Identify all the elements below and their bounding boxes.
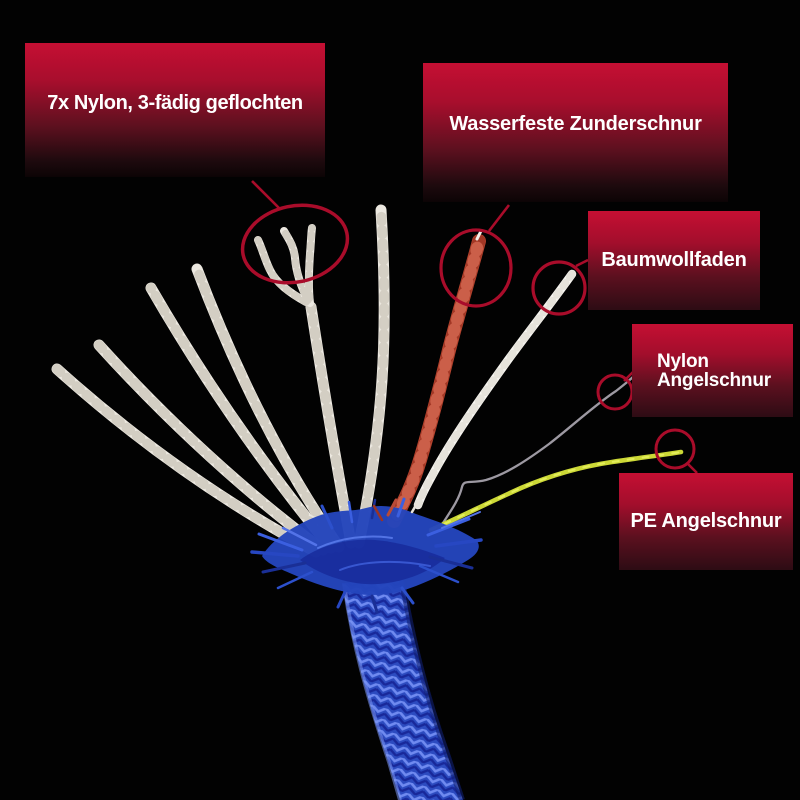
- connector-pe-fishing-line: [686, 462, 698, 474]
- callout-tinder-cord: Wasserfeste Zunderschnur: [423, 63, 728, 202]
- callout-nylon-fishing-line-label: Nylon Angelschnur: [657, 352, 771, 390]
- circle-cotton-thread: [531, 260, 587, 316]
- annotation-connectors: [251, 180, 698, 474]
- connector-cotton-thread: [575, 258, 589, 268]
- callout-nylon-fishing-line-line1: Nylon: [657, 350, 709, 372]
- pe-fishing-line: [428, 449, 684, 533]
- circle-nylon-braided: [240, 203, 350, 285]
- callout-pe-fishing-line: PE Angelschnur: [619, 473, 793, 570]
- tinder-cord: [394, 229, 483, 521]
- connector-nylon-braided: [251, 180, 281, 210]
- callout-cotton-thread-label: Baumwollfaden: [601, 249, 747, 271]
- callout-nylon-braided-label: 7x Nylon, 3-fädig geflochten: [47, 91, 303, 114]
- callout-nylon-fishing-line: Nylon Angelschnur: [632, 324, 793, 417]
- cord-fray: [250, 496, 483, 614]
- nylon-fishing-line: [440, 374, 636, 527]
- connector-nylon-fishing-line: [623, 371, 634, 382]
- callout-tinder-cord-label: Wasserfeste Zunderschnur: [449, 113, 702, 135]
- callout-cotton-thread: Baumwollfaden: [588, 211, 760, 310]
- nylon-strands: [57, 210, 384, 552]
- callout-pe-fishing-line-label: PE Angelschnur: [630, 510, 782, 532]
- frayed-strand-plies: [258, 228, 312, 303]
- braided-cord: [342, 579, 465, 800]
- circle-tinder-cord: [439, 228, 513, 308]
- connector-tinder-cord: [487, 204, 511, 232]
- tinder-cord-tip: [475, 229, 483, 241]
- callout-nylon-fishing-line-line2: Angelschnur: [657, 369, 771, 391]
- circle-pe-fishing-line: [654, 428, 696, 470]
- callout-nylon-braided: 7x Nylon, 3-fädig geflochten: [25, 43, 325, 177]
